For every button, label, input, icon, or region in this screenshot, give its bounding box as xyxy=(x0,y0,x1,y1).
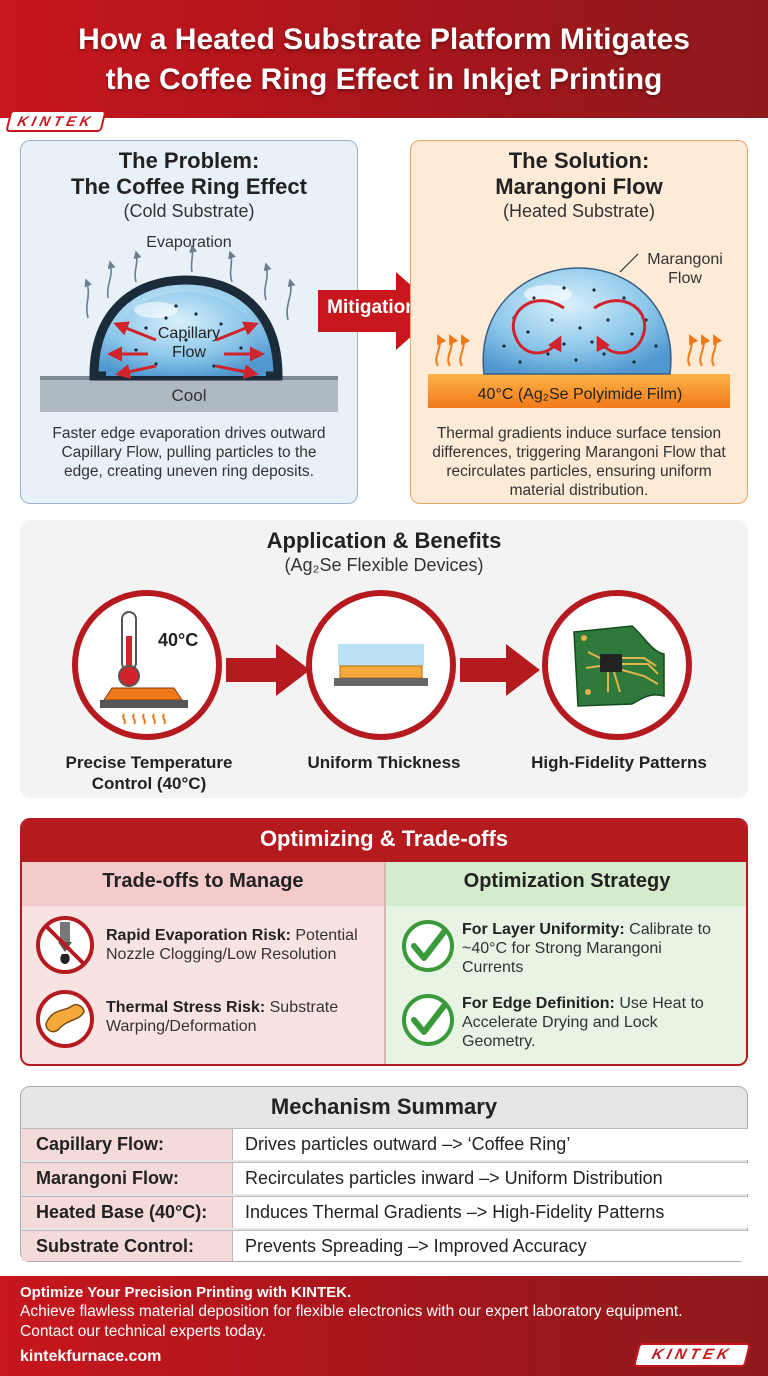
warped-substrate-icon xyxy=(36,990,94,1048)
tradeoffs-right-heading: Optimization Strategy xyxy=(463,870,671,892)
particles-uniform xyxy=(502,286,658,364)
tradeoffs-left-heading: Trade-offs to Manage xyxy=(102,870,304,892)
footer-url[interactable]: kintekfurnace.com xyxy=(20,1348,162,1365)
evaporation-label: Evaporation xyxy=(146,234,232,251)
summary-row: Capillary Flow: Drives particles outward… xyxy=(22,1128,748,1160)
strategy-item-edge: For Edge Definition: Use Heat to Acceler… xyxy=(462,995,704,1050)
mitigation-label: Mitigation xyxy=(327,297,417,318)
thermometer-icon xyxy=(100,611,188,725)
solution-subtitle: (Heated Substrate) xyxy=(502,201,656,221)
application-title: Application & Benefits xyxy=(266,528,502,553)
footer-text: Achieve flawless material deposition for… xyxy=(20,1303,683,1340)
heated-substrate xyxy=(428,374,730,408)
tradeoffs-title: Optimizing & Trade-offs xyxy=(259,826,509,851)
summary-row: Substrate Control: Prevents Spreading –>… xyxy=(22,1230,748,1261)
temperature-control-circle xyxy=(72,590,222,740)
footer-headline: Optimize Your Precision Printing with KI… xyxy=(20,1284,352,1301)
temperature-readout: 40°C xyxy=(158,630,199,650)
benefit-label-temperature: Precise Temperature Control (40°C) xyxy=(65,753,233,793)
cool-label: Cool xyxy=(171,386,207,405)
heated-base-label: 40°C (Ag₂Se Polyimide Film) xyxy=(477,386,683,403)
capillary-arrows xyxy=(107,321,265,380)
kintek-logo: KINTEK xyxy=(5,110,107,132)
page-title: How a Heated Substrate Platform Mitigate… xyxy=(78,23,690,96)
problem-description: Faster edge evaporation drives outward C… xyxy=(52,425,326,480)
high-fidelity-circle xyxy=(542,590,692,740)
problem-title: The Problem: The Coffee Ring Effect xyxy=(71,148,307,199)
benefit-label-thickness: Uniform Thickness xyxy=(307,753,461,772)
circuit-board-icon xyxy=(573,625,665,707)
marangoni-flow-label: Marangoni Flow xyxy=(647,251,723,287)
mitigation-arrow xyxy=(318,272,440,350)
film-layer-icon xyxy=(334,644,428,686)
problem-subtitle: (Cold Substrate) xyxy=(123,201,255,221)
solution-title: The Solution: Marangoni Flow xyxy=(495,148,663,199)
summary-title: Mechanism Summary xyxy=(270,1094,498,1119)
kintek-logo-footer: KINTEK xyxy=(633,1343,751,1367)
tradeoff-item-evaporation: Rapid Evaporation Risk: Potential Nozzle… xyxy=(106,927,358,963)
summary-row: Marangoni Flow: Recirculates particles i… xyxy=(22,1162,748,1194)
header: How a Heated Substrate Platform Mitigate… xyxy=(0,0,768,118)
heat-waves-left xyxy=(435,334,471,367)
solution-description: Thermal gradients induce surface tension… xyxy=(432,425,726,499)
capillary-flow-label: Capillary Flow xyxy=(157,325,221,361)
cool-substrate xyxy=(40,376,338,412)
marangoni-diagram xyxy=(428,253,730,408)
check-icon xyxy=(402,920,454,972)
coffee-ring-diagram xyxy=(40,244,338,412)
nozzle-clog-icon xyxy=(36,916,94,974)
marangoni-loops xyxy=(511,299,647,355)
application-subtitle: (Ag₂Se Flexible Devices) xyxy=(284,555,484,575)
evaporation-arrows xyxy=(84,244,296,321)
benefit-label-patterns: High-Fidelity Patterns xyxy=(531,753,707,772)
uniform-thickness-circle xyxy=(306,590,456,740)
application-connectors xyxy=(226,644,540,696)
summary-row: Heated Base (40°C): Induces Thermal Grad… xyxy=(22,1196,748,1228)
strategy-item-uniformity: For Layer Uniformity: Calibrate to ~40°C… xyxy=(462,921,711,976)
heat-waves-right xyxy=(687,334,723,367)
check-icon xyxy=(402,994,454,1046)
tradeoff-item-thermal: Thermal Stress Risk: Substrate Warping/D… xyxy=(106,999,339,1035)
